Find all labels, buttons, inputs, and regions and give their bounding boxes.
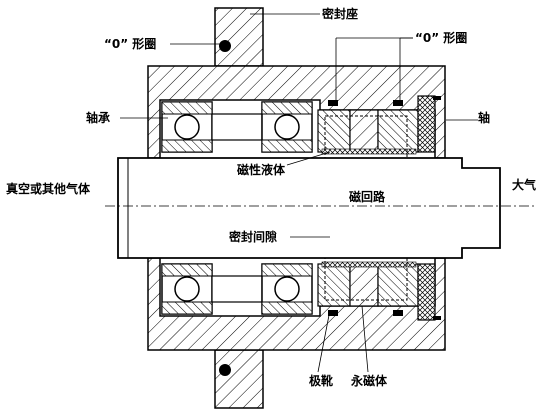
o-ring-flange-top	[219, 40, 231, 52]
bearing-right-bottom	[261, 263, 313, 315]
label-vacuum-side: 真空或其他气体	[6, 182, 91, 196]
o-ring-seat-right-top	[393, 100, 403, 106]
label-bearing: 轴承	[86, 111, 111, 125]
seal-band-bottom	[433, 316, 441, 320]
label-o-ring-left: “0” 形圈	[104, 37, 157, 51]
end-cap-top	[417, 95, 436, 153]
bearing-right-top	[261, 101, 313, 153]
pole-shoe-left-bottom	[317, 263, 351, 307]
bearing-spacer-top	[211, 113, 263, 141]
seal-assembly-top	[317, 95, 436, 155]
label-permanent-magnet: 永磁体	[351, 374, 388, 388]
bearing-left-top	[161, 101, 213, 153]
o-ring-seat-right-bottom	[393, 310, 403, 316]
o-ring-seat-left-bottom	[328, 310, 338, 316]
label-magnetic-fluid: 磁性液体	[237, 163, 286, 177]
seal-assembly-bottom	[317, 261, 436, 321]
o-ring-seat-left-top	[328, 100, 338, 106]
label-shaft: 轴	[478, 111, 491, 125]
label-seal-gap: 密封间隙	[229, 230, 278, 244]
magnetic-fluid-top	[321, 148, 417, 155]
seal-band-top	[433, 96, 441, 100]
flange-top	[214, 7, 264, 67]
bearing-left-bottom	[161, 263, 213, 315]
pole-shoe-right-top	[377, 109, 419, 153]
label-pole-shoe: 极靴	[309, 374, 334, 388]
leader-lines	[120, 13, 478, 373]
permanent-magnet-top	[349, 109, 379, 153]
o-ring-flange-bottom	[219, 364, 231, 376]
flange-bottom	[214, 349, 264, 409]
label-o-ring-right: “0” 形圈	[415, 31, 468, 45]
label-seal-seat: 密封座	[322, 7, 359, 21]
permanent-magnet-bottom	[349, 263, 379, 307]
magnetic-fluid-bottom	[321, 261, 417, 268]
shaft	[117, 157, 501, 259]
label-atmosphere: 大气	[512, 178, 537, 192]
bearing-spacer-bottom	[211, 275, 263, 303]
label-magnetic-circuit: 磁回路	[349, 190, 386, 204]
end-cap-bottom	[417, 263, 436, 321]
